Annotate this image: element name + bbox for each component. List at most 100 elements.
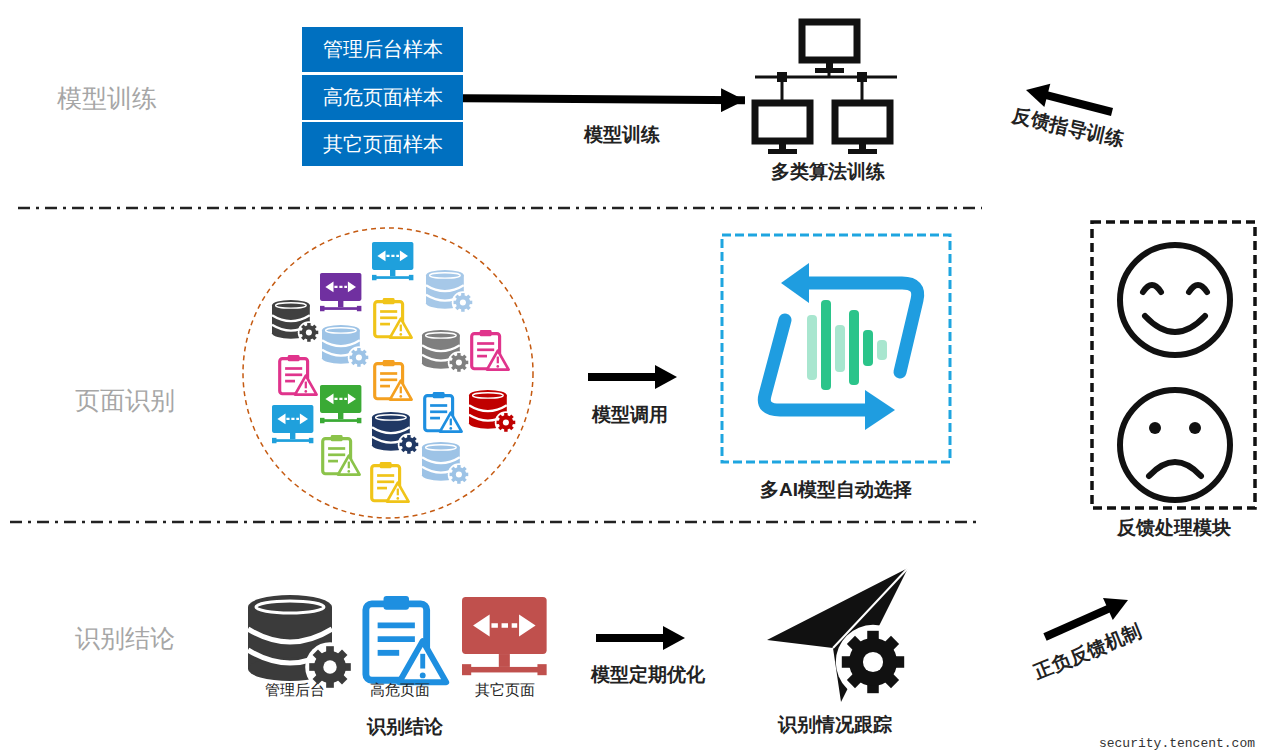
database-icon xyxy=(422,442,470,486)
arrow-left xyxy=(325,394,333,405)
database-icon xyxy=(248,595,355,692)
doc-clip xyxy=(383,360,395,366)
face-feature xyxy=(1189,285,1207,292)
doc-line xyxy=(378,650,400,656)
network-drop xyxy=(828,73,831,77)
gear-body xyxy=(302,325,316,339)
monitor-foot xyxy=(357,306,362,311)
monitor-foot xyxy=(537,664,546,675)
gear-body xyxy=(456,295,470,309)
doc-line xyxy=(380,310,397,313)
doc-line xyxy=(380,323,390,326)
doc-clip xyxy=(380,462,392,468)
gear-body xyxy=(314,651,346,683)
db-top xyxy=(322,325,360,336)
db-top xyxy=(422,442,460,453)
computer-base xyxy=(768,149,797,154)
doc-line xyxy=(380,385,390,388)
db-band xyxy=(272,315,310,321)
alert-document-icon xyxy=(372,462,409,502)
network-bus xyxy=(755,76,897,79)
warning-bar xyxy=(450,419,452,426)
db-band xyxy=(422,457,460,463)
doc-clip xyxy=(331,435,343,441)
alert-document-icon xyxy=(366,596,446,682)
computer-stand xyxy=(779,143,786,149)
doc-line xyxy=(285,367,302,370)
monitor-base xyxy=(324,307,358,310)
computer-stand xyxy=(859,143,866,149)
db-rim xyxy=(376,415,407,420)
monitor-icon xyxy=(320,385,361,423)
computer-screen xyxy=(755,103,810,141)
gear-backing xyxy=(495,411,517,433)
gear-icon xyxy=(836,625,910,699)
gear-backing xyxy=(448,351,470,373)
warning-triangle xyxy=(399,641,446,682)
gear-body xyxy=(452,355,466,369)
arrow-dash xyxy=(334,286,347,288)
database-icon xyxy=(372,412,420,456)
db-band xyxy=(422,345,460,351)
page-pool-circle xyxy=(243,228,533,518)
database-icon xyxy=(272,300,320,344)
arrow-head xyxy=(1103,589,1133,620)
node-text: 多类算法训练 xyxy=(771,159,885,187)
monitor-stand xyxy=(499,654,510,667)
gear-icon xyxy=(298,321,320,343)
doc-line xyxy=(377,487,387,490)
monitor-icon xyxy=(272,405,313,443)
captioned-icon-node: 识别情况跟踪 xyxy=(745,562,925,740)
cycle-arrow-head xyxy=(865,390,895,430)
face-feature xyxy=(1143,285,1161,292)
doc-line xyxy=(328,447,345,450)
chart-bar xyxy=(821,300,831,390)
block-arrow xyxy=(596,626,685,650)
arrow-dash xyxy=(334,398,347,400)
monitor-stand xyxy=(338,413,343,419)
db-band xyxy=(248,629,332,642)
computer-screen xyxy=(802,22,857,60)
node-text: 多AI模型自动选择 xyxy=(760,477,912,505)
db-top xyxy=(469,390,507,401)
gear-body xyxy=(499,415,513,429)
db-top xyxy=(422,330,460,341)
computer-stand xyxy=(826,62,833,68)
gear-body xyxy=(352,350,366,364)
doc-clip xyxy=(383,298,395,304)
monitor-base xyxy=(276,439,310,442)
arrow-head xyxy=(1023,78,1050,107)
arrow-dash xyxy=(386,255,399,257)
captioned-icon-node: 多AI模型自动选择 xyxy=(715,230,957,505)
node-text: 其它页面样本 xyxy=(323,131,443,158)
sample-box: 其它页面样本 xyxy=(302,122,463,166)
chart-bar xyxy=(835,325,845,372)
warning-dot xyxy=(496,365,499,368)
section-separator xyxy=(18,207,982,210)
computer-base xyxy=(815,68,844,73)
warning-triangle xyxy=(390,319,412,338)
doc-line xyxy=(430,404,447,407)
db-rim xyxy=(430,273,461,278)
db-rim xyxy=(326,328,357,333)
section-title: 识别结论 xyxy=(75,622,175,655)
db-top xyxy=(248,595,332,619)
node-text: 高危页面样本 xyxy=(323,84,443,111)
warning-bar xyxy=(397,489,399,496)
doc-clip xyxy=(384,596,409,610)
monitor-foot xyxy=(409,275,414,280)
monitor-icon xyxy=(320,273,361,311)
face-eye xyxy=(1149,422,1161,434)
chart-bar xyxy=(863,330,873,366)
gear-icon xyxy=(495,411,517,433)
monitor-screen xyxy=(320,273,361,301)
warning-dot xyxy=(347,470,350,473)
monitor-base xyxy=(469,667,539,673)
block-arrow xyxy=(588,365,677,389)
monitor-screen xyxy=(372,242,413,270)
flow-arrow xyxy=(463,98,745,100)
doc-clip xyxy=(433,392,445,398)
alert-document-icon xyxy=(375,298,412,338)
monitor-stand xyxy=(338,301,343,307)
doc-line xyxy=(378,622,415,628)
